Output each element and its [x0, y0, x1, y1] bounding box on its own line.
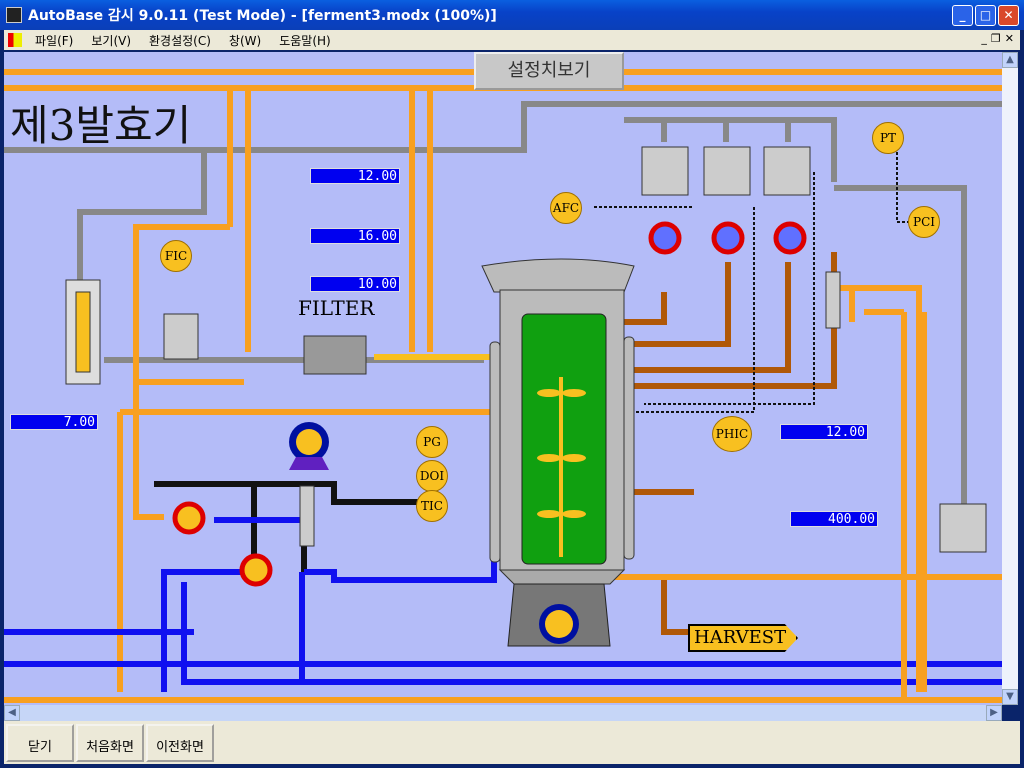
scroll-down-button[interactable]: ▼: [1002, 689, 1018, 705]
close-screen-button[interactable]: 닫기: [6, 724, 74, 762]
gray-pipe: [4, 101, 1002, 153]
scroll-up-button[interactable]: ▲: [1002, 52, 1018, 68]
value-display: 12.00: [780, 424, 868, 440]
value-display: 10.00: [310, 276, 400, 292]
fermenter-vessel: [481, 258, 635, 647]
value-display: 16.00: [310, 228, 400, 244]
pg-tag[interactable]: PG: [416, 426, 448, 458]
menu-settings[interactable]: 환경설정(C): [149, 33, 211, 48]
vertical-scrollbar[interactable]: ▲ ▼: [1002, 52, 1018, 705]
previous-screen-button[interactable]: 이전화면: [146, 724, 214, 762]
value-display: 7.00: [10, 414, 98, 430]
scroll-left-button[interactable]: ◀: [4, 705, 20, 721]
fic-tag[interactable]: FIC: [160, 240, 192, 272]
mdi-minimize-button[interactable]: _: [981, 32, 987, 45]
tanks: [65, 146, 987, 553]
menu-view[interactable]: 보기(V): [91, 33, 132, 48]
pt-tag[interactable]: PT: [872, 122, 904, 154]
minimize-button[interactable]: _: [952, 5, 973, 26]
process-canvas: 설정치보기 제3발효기 FILTER HARVEST 12.00 16.00 1…: [4, 52, 1002, 705]
home-screen-button[interactable]: 처음화면: [76, 724, 144, 762]
menu-help[interactable]: 도움말(H): [279, 33, 331, 48]
close-button[interactable]: ✕: [998, 5, 1019, 26]
mdi-close-button[interactable]: ✕: [1004, 32, 1014, 45]
scroll-right-button[interactable]: ▶: [986, 705, 1002, 721]
page-title: 제3발효기: [10, 101, 192, 150]
title-bar: AutoBase 감시 9.0.11 (Test Mode) - [fermen…: [0, 0, 1024, 30]
document-icon[interactable]: [8, 33, 22, 47]
afc-tag[interactable]: AFC: [550, 192, 582, 224]
value-display: 12.00: [310, 168, 400, 184]
mdi-restore-button[interactable]: ❐: [990, 32, 1001, 45]
process-diagram: [4, 69, 1002, 703]
doi-tag[interactable]: DOI: [416, 460, 448, 492]
harvest-button[interactable]: HARVEST: [688, 624, 798, 652]
pci-tag[interactable]: PCI: [908, 206, 940, 238]
bottom-toolbar: 닫기 처음화면 이전화면: [4, 721, 1020, 764]
menu-bar: 파일(F) 보기(V) 환경설정(C) 창(W) 도움말(H) _❐✕: [4, 30, 1020, 50]
tic-tag[interactable]: TIC: [416, 490, 448, 522]
menu-window[interactable]: 창(W): [228, 33, 262, 48]
maximize-button[interactable]: □: [975, 5, 996, 26]
phic-tag[interactable]: PHIC: [712, 416, 752, 452]
app-icon: [6, 7, 22, 23]
filter-label: FILTER: [298, 296, 375, 320]
value-display: 400.00: [790, 511, 878, 527]
pumps: [172, 221, 807, 587]
menu-file[interactable]: 파일(F): [35, 33, 74, 48]
setpoint-view-button[interactable]: 설정치보기: [474, 52, 624, 90]
horizontal-scrollbar[interactable]: ◀ ▶: [4, 705, 1002, 721]
window-title: AutoBase 감시 9.0.11 (Test Mode) - [fermen…: [28, 8, 497, 24]
